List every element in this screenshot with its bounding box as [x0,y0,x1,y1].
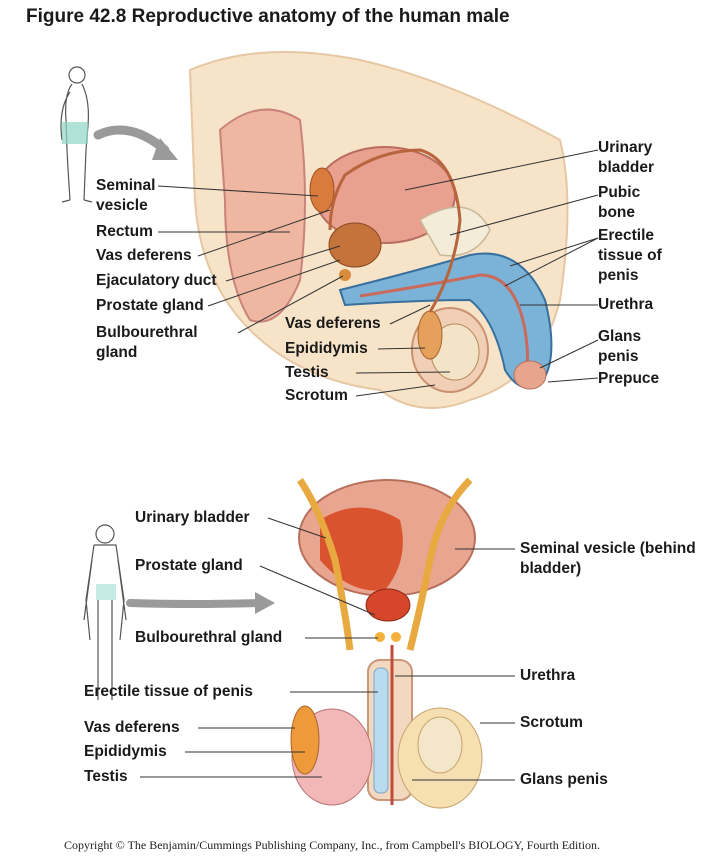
label-erectile-tissue-front: Erectile tissue of penis [84,683,253,700]
label-epididymis-front: Epididymis [84,743,167,760]
copyright-text: Copyright © The Benjamin/Cummings Publis… [64,838,601,852]
label-vas-deferens: Vas deferens [96,247,192,264]
label-testis-front: Testis [84,768,128,785]
label-vas-deferens-front: Vas deferens [84,719,180,736]
label-testis: Testis [285,364,329,381]
label-prostate-gland-front: Prostate gland [135,557,243,574]
label-seminal-vesicle: Seminal vesicle [96,177,156,214]
body-silhouette-front-icon [83,524,127,700]
label-urinary-bladder-front: Urinary bladder [135,509,250,526]
region-highlight-front [96,584,116,600]
label-bulbourethral-gland: Bulbourethral gland [96,324,198,361]
label-scrotum-front: Scrotum [520,714,583,731]
label-seminal-vesicle-front: Seminal vesicle (behind bladder) [520,540,696,577]
label-urethra-front: Urethra [520,667,576,684]
label-scrotum: Scrotum [285,387,348,404]
label-urethra: Urethra [598,296,654,313]
label-ejaculatory-duct: Ejaculatory duct [96,272,217,289]
label-erectile-tissue: Erectile tissue of penis [598,227,662,284]
label-pubic-bone: Pubic bone [598,184,641,221]
label-epididymis: Epididymis [285,340,368,357]
label-glans-penis-front: Glans penis [520,771,608,788]
region-highlight-side [62,122,88,144]
label-rectum: Rectum [96,223,153,240]
arrow-shape-top [93,125,170,155]
label-prepuce: Prepuce [598,370,660,387]
label-glans-penis: Glans penis [598,328,642,365]
label-bulbourethral-gland-front: Bulbourethral gland [135,629,283,646]
label-vas-deferens-2: Vas deferens [285,315,381,332]
label-prostate-gland: Prostate gland [96,297,204,314]
figure-title: Figure 42.8 Reproductive anatomy of the … [26,6,510,27]
label-urinary-bladder: Urinary bladder [598,139,654,176]
